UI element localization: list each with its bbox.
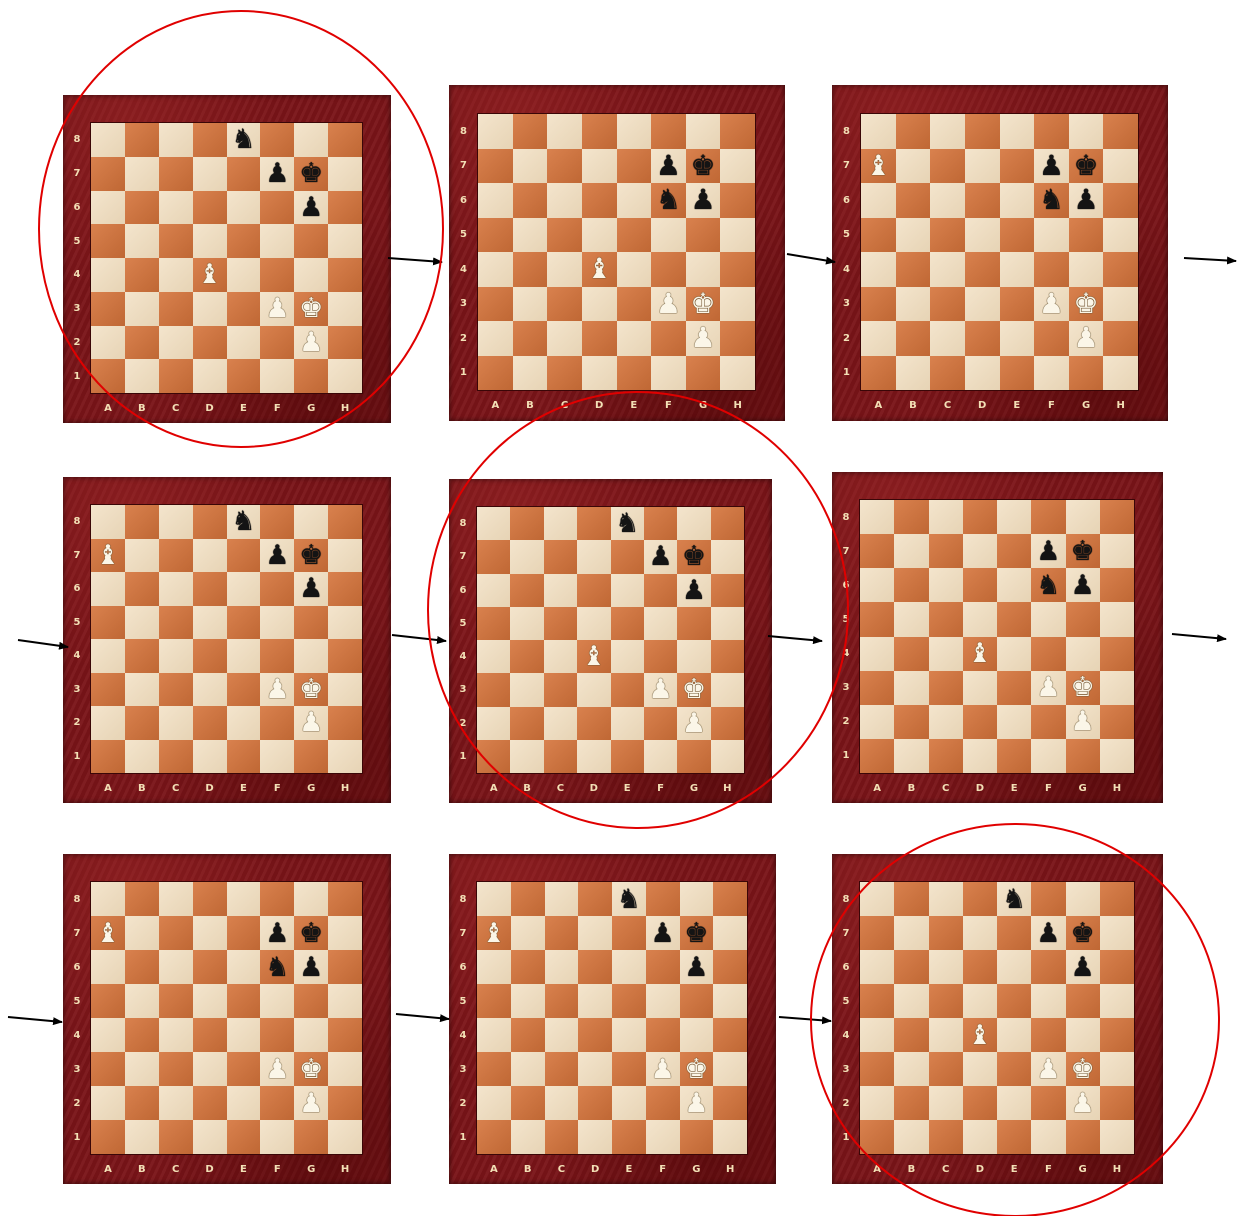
sequence-arrow-10 <box>779 1017 831 1021</box>
sequence-arrow-5 <box>392 635 446 641</box>
highlight-circle-3 <box>811 824 1219 1216</box>
highlight-circle-2 <box>428 392 848 828</box>
sequence-arrow-7 <box>1172 634 1226 639</box>
sequence-arrow-1 <box>388 258 442 262</box>
highlight-circle-1 <box>39 11 443 447</box>
sequence-arrow-4 <box>18 640 68 647</box>
sequence-arrow-9 <box>396 1014 449 1019</box>
sequence-arrow-6 <box>768 636 822 641</box>
sequence-arrow-2 <box>787 254 835 262</box>
sequence-arrow-3 <box>1184 258 1236 261</box>
sequence-arrow-8 <box>8 1017 62 1022</box>
